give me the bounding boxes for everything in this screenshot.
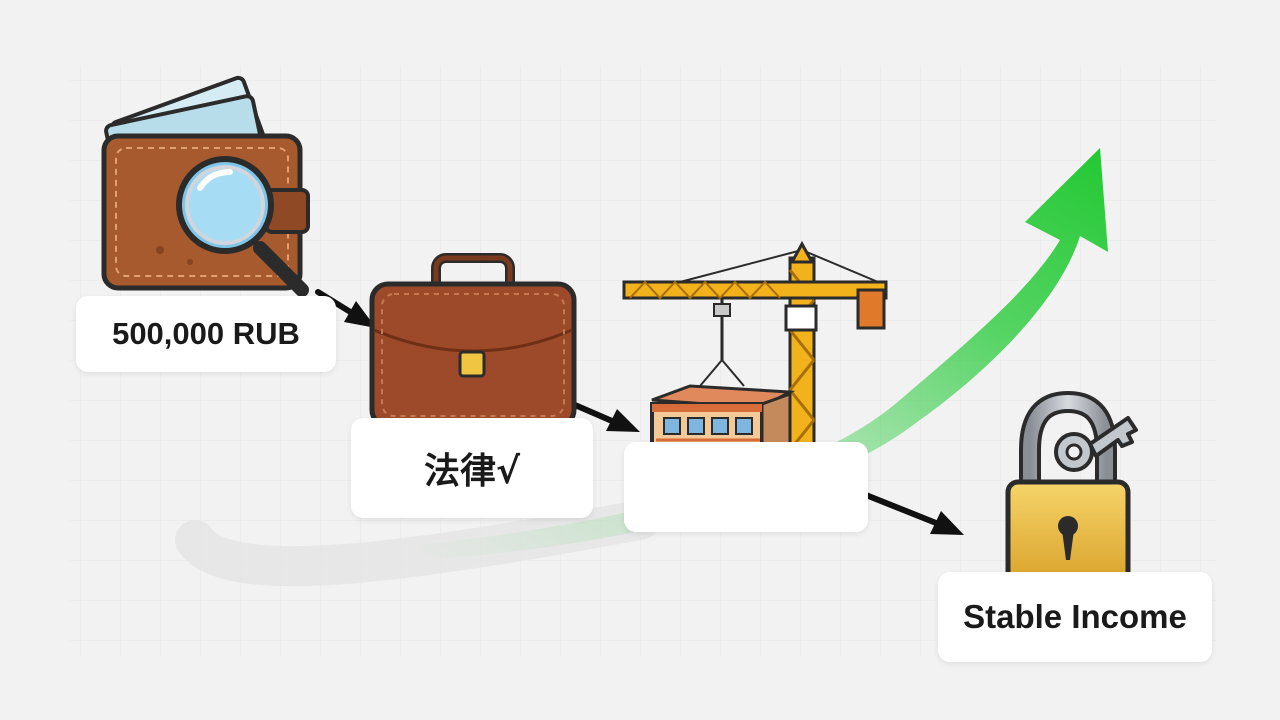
building-label-card	[624, 442, 868, 532]
connector-arrow-2	[572, 402, 640, 432]
connector-arrow-3	[863, 492, 964, 535]
legal-label: 法律√	[351, 418, 593, 518]
amount-label: 500,000 RUB	[76, 296, 336, 372]
padlock-icon	[1005, 390, 1131, 587]
magnifier-icon	[176, 156, 309, 297]
briefcase-icon	[369, 253, 577, 429]
income-label: Stable Income	[938, 572, 1212, 662]
key-icon	[1054, 416, 1138, 472]
